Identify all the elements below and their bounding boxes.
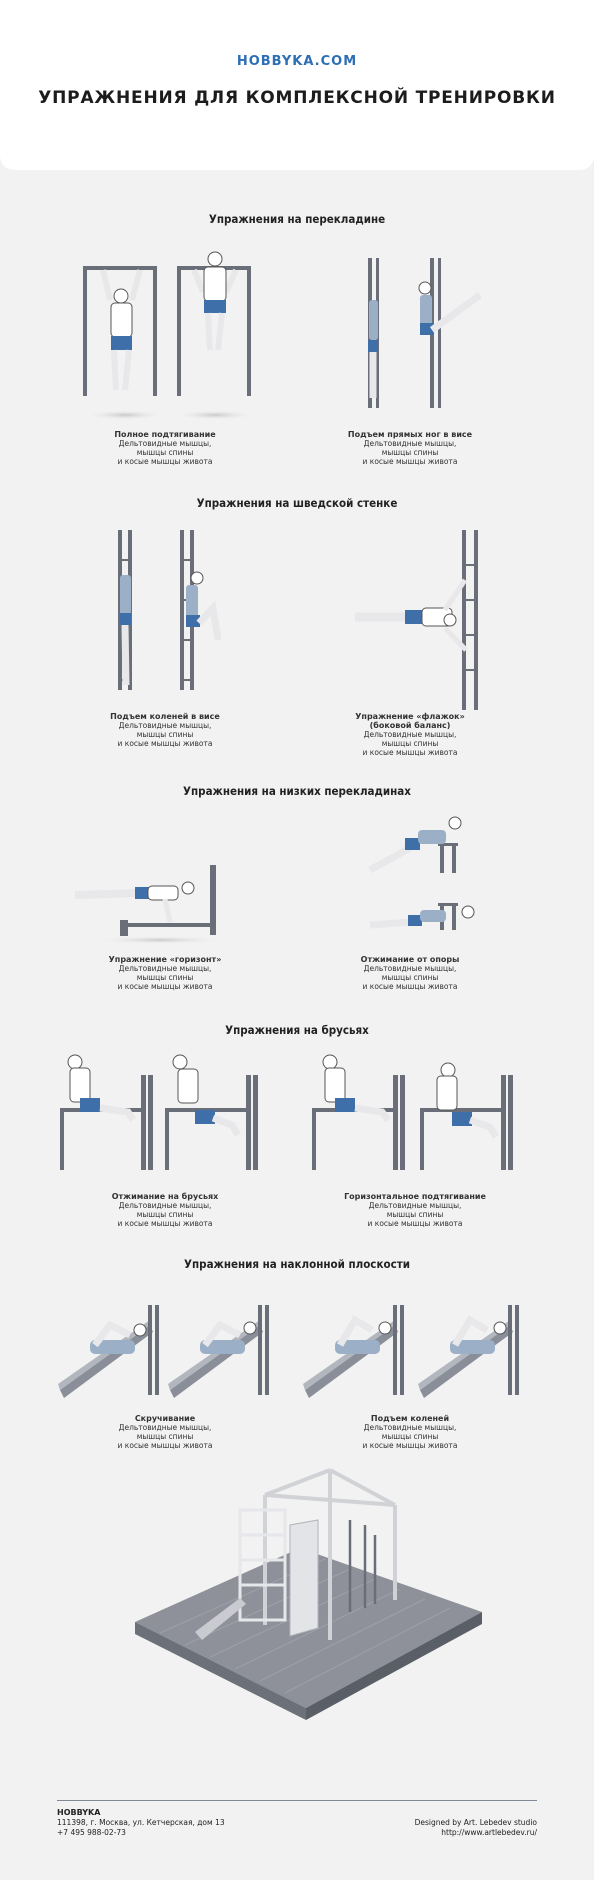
muscle-line: мышцы спины — [386, 1210, 444, 1219]
pushup-illustration — [368, 816, 475, 930]
footer-company: HOBBYKA — [57, 1808, 101, 1817]
muscle-line: мышцы спины — [136, 730, 194, 739]
footer-designed-by: Designed by Art. Lebedev studio — [414, 1818, 537, 1827]
muscle-line: мышцы спины — [381, 448, 439, 457]
exercise-name: Подъем коленей — [370, 1414, 450, 1423]
footer-phone: +7 495 988-02-73 — [57, 1828, 126, 1837]
header: HOBBYKA.COM УПРАЖНЕНИЯ ДЛЯ КОМПЛЕКСНОЙ Т… — [0, 0, 594, 170]
muscle-line: и косые мышцы живота — [117, 1441, 213, 1450]
knee-raise-illustration — [118, 530, 222, 690]
section-title-wall-bars: Упражнения на шведской стенке — [196, 496, 398, 510]
caption-horizontal-row: Горизонтальное подтягивание Дельтовидные… — [330, 1192, 500, 1228]
muscle-line: Дельтовидные мышцы, — [363, 439, 457, 448]
exercise-name: Упражнение «горизонт» — [108, 955, 222, 964]
caption-incline-knee-raise: Подъем коленей Дельтовидные мышцы, мышцы… — [335, 1414, 485, 1450]
muscle-line: и косые мышцы живота — [117, 457, 213, 466]
footer-credits: Designed by Art. Lebedev studio http://w… — [415, 1818, 537, 1838]
muscle-line: Дельтовидные мышцы, — [368, 1201, 462, 1210]
muscle-line: и косые мышцы живота — [367, 1219, 463, 1228]
muscle-line: мышцы спины — [381, 1432, 439, 1441]
row-illustration — [312, 1054, 513, 1170]
muscle-line: Дельтовидные мышцы, — [118, 1423, 212, 1432]
planche-illustration — [74, 865, 225, 944]
footer-address: 111398, г. Москва, ул. Кетчерская, дом 1… — [57, 1818, 225, 1827]
footer-divider — [57, 1800, 537, 1801]
exercise-name: Упражнение «флажок» — [355, 712, 465, 721]
incline-knee-raise-illustration — [303, 1305, 519, 1398]
flag-illustration — [355, 530, 478, 710]
caption-crunch: Скручивание Дельтовидные мышцы, мышцы сп… — [90, 1414, 240, 1450]
brand-link[interactable]: HOBBYKA.COM — [236, 54, 358, 69]
pullup-illustration — [83, 251, 255, 420]
section-title-low-bars: Упражнения на низких перекладинах — [183, 784, 411, 798]
muscle-line: Дельтовидные мышцы, — [118, 721, 212, 730]
footer-contacts: HOBBYKA 111398, г. Москва, ул. Кетчерска… — [57, 1808, 225, 1838]
muscle-line: мышцы спины — [136, 1432, 194, 1441]
caption-pushup: Отжимание от опоры Дельтовидные мышцы, м… — [335, 955, 485, 991]
muscle-line: Дельтовидные мышцы, — [118, 1201, 212, 1210]
muscle-line: и косые мышцы живота — [117, 1219, 213, 1228]
muscle-line: и косые мышцы живота — [362, 457, 458, 466]
muscle-line: Дельтовидные мышцы, — [118, 964, 212, 973]
muscle-line: и косые мышцы живота — [117, 739, 213, 748]
muscle-line: Дельтовидные мышцы, — [363, 730, 457, 739]
exercise-name: Подъем прямых ног в висе — [347, 430, 473, 439]
caption-leg-raise: Подъем прямых ног в висе Дельтовидные мы… — [335, 430, 485, 466]
muscle-line: Дельтовидные мышцы, — [118, 439, 212, 448]
muscle-line: и косые мышцы живота — [362, 748, 458, 757]
equipment-complex-illustration — [135, 1468, 482, 1720]
muscle-line: мышцы спины — [136, 448, 194, 457]
caption-flag: Упражнение «флажок» (боковой баланс) Дел… — [335, 712, 485, 757]
footer-studio-link[interactable]: http://www.artlebedev.ru/ — [441, 1828, 537, 1837]
exercise-name: Отжимание на брусьях — [111, 1192, 219, 1201]
page-title: УПРАЖНЕНИЯ ДЛЯ КОМПЛЕКСНОЙ ТРЕНИРОВКИ — [38, 88, 556, 108]
muscle-line: мышцы спины — [381, 739, 439, 748]
muscle-line: мышцы спины — [136, 1210, 194, 1219]
exercise-name: Скручивание — [134, 1414, 196, 1423]
section-title-horizontal-bar: Упражнения на перекладине — [208, 212, 386, 226]
dips-illustration — [60, 1054, 258, 1170]
section-title-incline-bench: Упражнения на наклонной плоскости — [184, 1257, 410, 1271]
caption-knee-raise: Подъем коленей в висе Дельтовидные мышцы… — [90, 712, 240, 748]
exercise-subname: (боковой баланс) — [369, 721, 451, 730]
muscle-line: Дельтовидные мышцы, — [363, 964, 457, 973]
exercise-name: Отжимание от опоры — [360, 955, 460, 964]
muscle-line: Дельтовидные мышцы, — [363, 1423, 457, 1432]
exercise-name: Горизонтальное подтягивание — [344, 1192, 486, 1201]
muscle-line: и косые мышцы живота — [362, 982, 458, 991]
muscle-line: мышцы спины — [136, 973, 194, 982]
exercise-name: Полное подтягивание — [114, 430, 216, 439]
section-title-parallel-bars: Упражнения на брусьях — [225, 1023, 369, 1037]
caption-dips: Отжимание на брусьях Дельтовидные мышцы,… — [85, 1192, 245, 1228]
muscle-line: и косые мышцы живота — [117, 982, 213, 991]
exercise-name: Подъем коленей в висе — [110, 712, 220, 721]
crunch-illustration — [58, 1305, 269, 1398]
muscle-line: мышцы спины — [381, 973, 439, 982]
leg-raise-illustration — [368, 258, 483, 408]
caption-pullup: Полное подтягивание Дельтовидные мышцы, … — [90, 430, 240, 466]
muscle-line: и косые мышцы живота — [362, 1441, 458, 1450]
caption-planche: Упражнение «горизонт» Дельтовидные мышцы… — [90, 955, 240, 991]
